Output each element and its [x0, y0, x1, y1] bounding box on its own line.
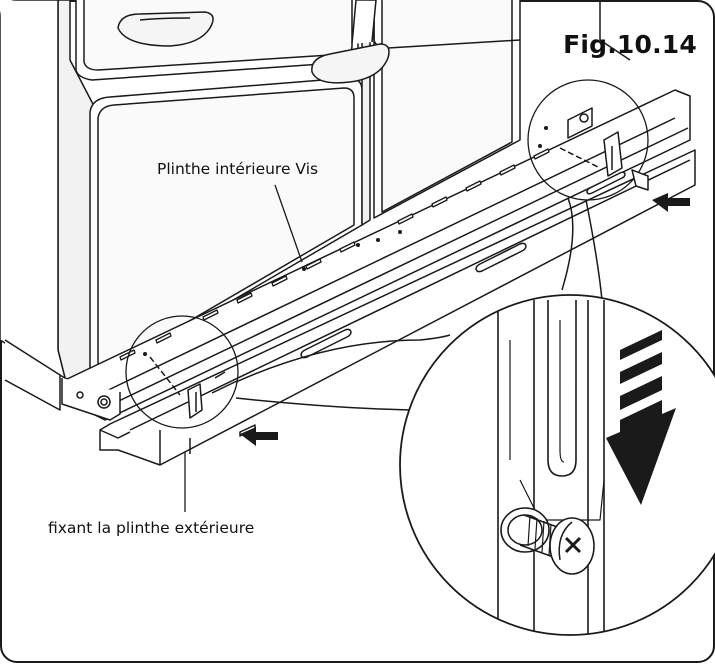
- leader-line-top: [274, 184, 303, 263]
- detail-circle-right: [527, 79, 649, 201]
- oven-left-door: [57, 0, 363, 391]
- callout-fixing-outer-plinth: fixant la plinthe extérieure: [48, 519, 255, 537]
- inner-plinth: [61, 89, 691, 421]
- figure-label: Fig.10.14: [563, 30, 697, 59]
- outer-plinth: [99, 149, 696, 466]
- detail-circle-left: [125, 315, 239, 429]
- magnified-detail-circle: [399, 294, 715, 636]
- arrow-left-icon: [652, 193, 690, 212]
- arrow-left-icon-lower: [240, 427, 278, 446]
- screw: [500, 507, 595, 575]
- oven-side-panel: [0, 0, 66, 379]
- callout-inner-plinth-screw: Plinthe intérieure Vis: [157, 160, 319, 178]
- arrow-down-icon: [606, 330, 676, 505]
- oven-right-door: [311, 0, 631, 226]
